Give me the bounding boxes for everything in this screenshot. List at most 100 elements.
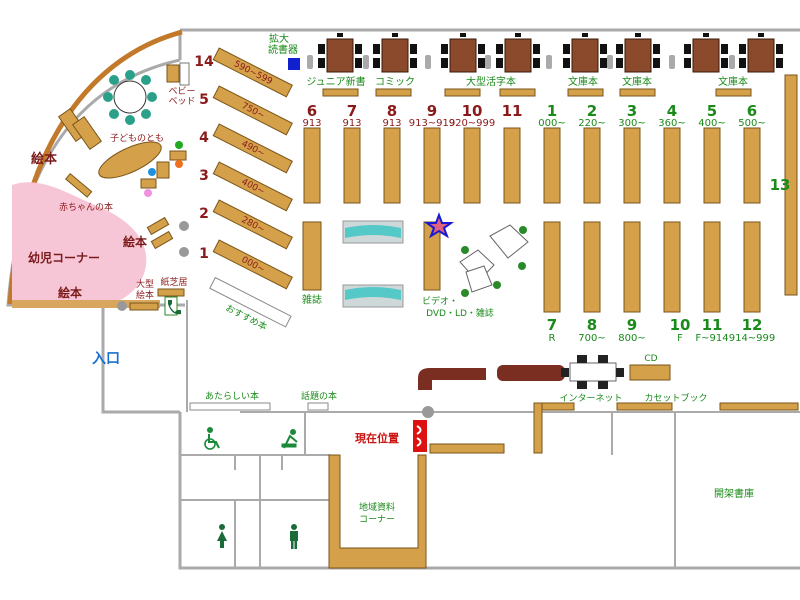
youji-corner-area [12,182,147,300]
label-taigata: 大型活字本 [466,75,516,88]
walkway-right [497,365,565,381]
bottom-shelf-range: 700~ [578,333,605,344]
label-kamishibai: 紙芝居 [160,276,187,288]
diagonal-shelf [212,239,293,290]
top-label-bars [322,88,752,97]
label-wadai: 話題の本 [301,390,337,402]
diagonal-shelf [212,161,293,212]
shelf [583,127,601,204]
star-marker [423,212,455,239]
study-table [318,33,362,73]
shelf [703,221,721,313]
green-shelf-number: 3 [627,102,637,120]
diagonal-shelf [212,47,293,98]
shelf [743,221,761,313]
label-iriguchi: 入口 [92,351,120,367]
shelf [303,127,321,204]
red-shelf-range: 913 [302,118,321,129]
label-baby-bed-1: ベビー [168,86,195,97]
pillar [425,55,431,69]
red-shelf-number: 7 [347,102,357,120]
diag-shelf-number: 4 [199,130,209,146]
label-dokushoki: 読書器 [268,43,298,56]
study-table [616,33,660,73]
green-shelf-number: 2 [587,102,597,120]
bottom-shelf-number: 9 [627,316,637,334]
red-shelf-number: 9 [427,102,437,120]
shelf [583,221,601,313]
shelf [623,127,641,204]
study-table [441,33,485,73]
pillar [307,55,313,69]
bottom-shelf-range: R [549,333,556,344]
pillar [363,55,369,69]
label-genzai: 現在位置 [355,431,399,445]
shelf [463,127,481,204]
bottom-shelf-range: 914~999 [729,333,776,344]
shelf [623,221,641,313]
bottom-shelf-number: 11 [702,316,723,334]
red-shelf-number: 8 [387,102,397,120]
label-atarashii: あたらしい本 [205,390,259,402]
label-bunko-2: 文庫本 [622,75,652,88]
shelf [703,127,721,204]
green-shelf-number: 1 [547,102,557,120]
shelf [423,127,441,204]
label-ehon-mid: 絵本 [123,234,147,249]
building-walls [6,28,800,570]
pillar [607,55,613,69]
label-kakudai: 拡大 [269,32,289,45]
label-akachan: 赤ちゃんの本 [59,201,113,213]
red-area-shelves [303,127,521,204]
red-shelf-range: 913 [342,118,361,129]
red-shelf-range: 913 [382,118,401,129]
bottom-shelf-range: 800~ [618,333,645,344]
women-restroom-icon [217,524,227,548]
green-shelf-number: 4 [667,102,677,120]
label-bunko-1: 文庫本 [568,75,598,88]
diag-shelf-number: 5 [199,92,209,108]
osusume-shelf [209,276,292,328]
shelf [543,221,561,313]
label-kodomo: 子どものとも [110,133,164,144]
red-shelf-range: 920~999 [449,118,496,129]
shelf [743,127,761,204]
red-shelf-number: 10 [462,102,483,120]
label-dvd: DVD・LD・雑誌 [426,307,494,319]
magazine-shelf [302,221,322,291]
green-shelf-range: 220~ [578,118,605,129]
bottom-shelf-number: 7 [547,316,557,334]
label-bunko-3: 文庫本 [718,75,748,88]
study-table [684,33,728,73]
label-baby-bed-2: ベッド [168,97,195,107]
label-cd: CD [644,354,657,364]
study-table [563,33,607,73]
benches [342,220,404,308]
study-tables [307,33,783,73]
baby-care-icon [281,429,298,449]
green-shelf-number: 5 [707,102,717,120]
current-position-marker [413,406,434,452]
green-area-shelves [543,127,761,204]
label-chiiki-1: 地域資料 [359,501,395,513]
bottom-shelf-number: 8 [587,316,597,334]
label-kaika: 開架書庫 [714,487,754,500]
bottom-shelf-range: F~914 [695,333,728,344]
label-internet: インターネット [559,393,622,404]
bottom-shelf-number: 10 [670,316,691,334]
red-shelf-number: 11 [502,102,523,120]
shelf [383,127,401,204]
study-table [496,33,540,73]
video-booths [459,224,529,297]
diagonal-shelves [212,47,293,290]
kids-furniture [57,62,190,316]
men-restroom-icon [290,524,298,549]
bottom-shelf-number: 12 [742,316,763,334]
shelf [663,221,681,313]
green-shelf-range: 400~ [698,118,725,129]
diag-shelf-number: 2 [199,206,209,222]
cd-shelf [629,364,671,381]
magnifier-reader [288,58,300,70]
label-cassette: カセットブック [644,392,707,404]
